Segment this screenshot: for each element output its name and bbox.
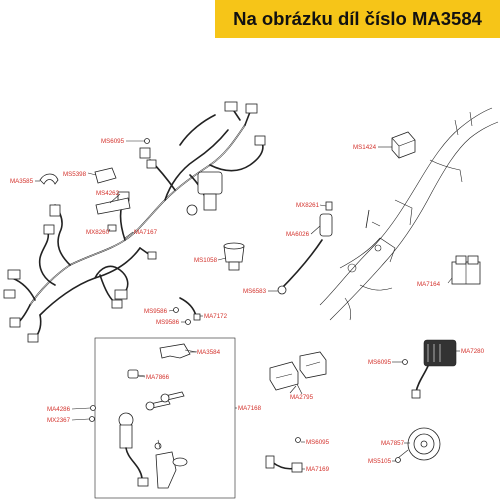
connector (7, 269, 21, 280)
label-ms1058: MS1058 (194, 257, 218, 264)
title-banner: Na obrázku díl číslo MA3584 (215, 0, 500, 38)
label-ma7172: MA7172 (204, 313, 228, 320)
regulator (402, 339, 457, 399)
frame (223, 107, 499, 321)
label-ms4262: MS4262 (96, 190, 120, 197)
label-ma7167: MA7167 (134, 229, 158, 236)
label-ma3584: MA3584 (197, 349, 221, 356)
label-ms6583: MS6583 (243, 288, 267, 295)
label-ma7857: MA7857 (381, 440, 405, 447)
leader-lines (35, 140, 460, 470)
label-ms9586-b: MS9586 (156, 319, 180, 326)
label-ma7866: MA7866 (146, 374, 170, 381)
small-fasteners (173, 297, 201, 325)
label-ma4286: MA4286 (47, 406, 71, 413)
label-ma7164: MA7164 (417, 281, 441, 288)
horn (395, 427, 441, 463)
part-ma3584 (159, 343, 191, 359)
label-ms5105: MS5105 (368, 458, 392, 465)
label-ma2795: MA2795 (290, 394, 314, 401)
label-ms6095-top: MS6095 (101, 138, 125, 145)
label-ms5398: MS5398 (63, 171, 87, 178)
bottom-sensor (265, 437, 303, 473)
label-ms6095-bottom: MS6095 (306, 439, 330, 446)
label-mx8261: MX8261 (296, 202, 320, 209)
label-ma7168: MA7168 (238, 405, 262, 412)
wiring-harness (3, 101, 266, 343)
ignition-switch-assembly (118, 343, 198, 489)
part-labels: MS6095 MA3585 MS5398 MS4262 MX8260 MA716… (10, 138, 485, 473)
label-ms1424: MS1424 (353, 144, 377, 151)
label-ma6026: MA6026 (286, 231, 310, 238)
label-ma7280: MA7280 (461, 348, 485, 355)
label-ms9586-a: MS9586 (144, 308, 168, 315)
label-mx8260: MX8260 (86, 229, 110, 236)
label-ms6095-right: MS6095 (368, 359, 392, 366)
label-ma7169: MA7169 (306, 466, 330, 473)
title-text: Na obrázku díl číslo MA3584 (233, 8, 482, 29)
label-mx2367: MX2367 (47, 417, 71, 424)
relays (269, 351, 327, 395)
sub-assembly-frame (94, 337, 236, 499)
label-ma3585: MA3585 (10, 178, 34, 185)
